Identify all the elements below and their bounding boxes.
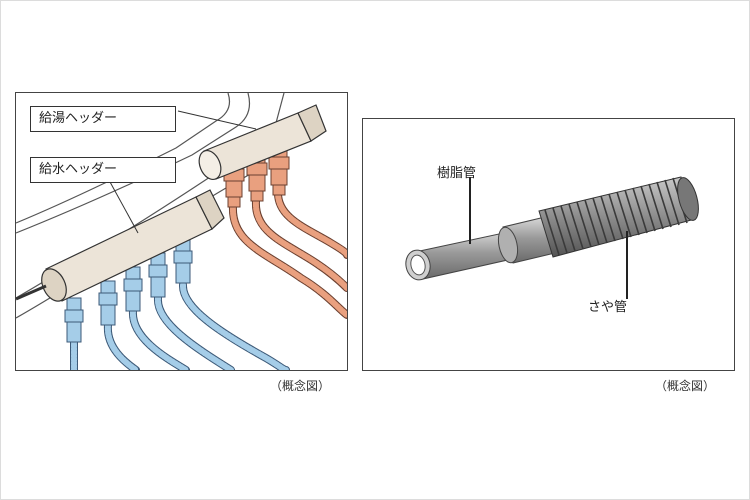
hot-water-header-label: 給湯ヘッダー xyxy=(30,106,176,132)
resin-pipe xyxy=(405,230,522,281)
left-figure-caption: （概念図） xyxy=(270,379,331,393)
cold-water-pipes xyxy=(70,281,290,370)
manifold-drawing xyxy=(16,93,347,370)
resin-pipe-label: 樹脂管 xyxy=(437,166,477,181)
sleeve-pipe-drawing xyxy=(405,176,699,299)
right-figure-caption: （概念図） xyxy=(655,379,716,393)
hot-water-pipes xyxy=(228,189,347,319)
cold-water-fittings xyxy=(64,238,193,343)
cold-water-header xyxy=(16,189,225,302)
hot-water-header xyxy=(198,104,327,181)
hot-header-leader xyxy=(177,110,257,130)
sleeve-pipe-illustration xyxy=(362,118,735,371)
header-manifold-illustration xyxy=(15,92,348,371)
cold-water-header-label: 給水ヘッダー xyxy=(30,157,176,183)
sleeve-pipe-label: さや管 xyxy=(588,300,628,315)
corrugated-sleeve xyxy=(538,176,699,258)
